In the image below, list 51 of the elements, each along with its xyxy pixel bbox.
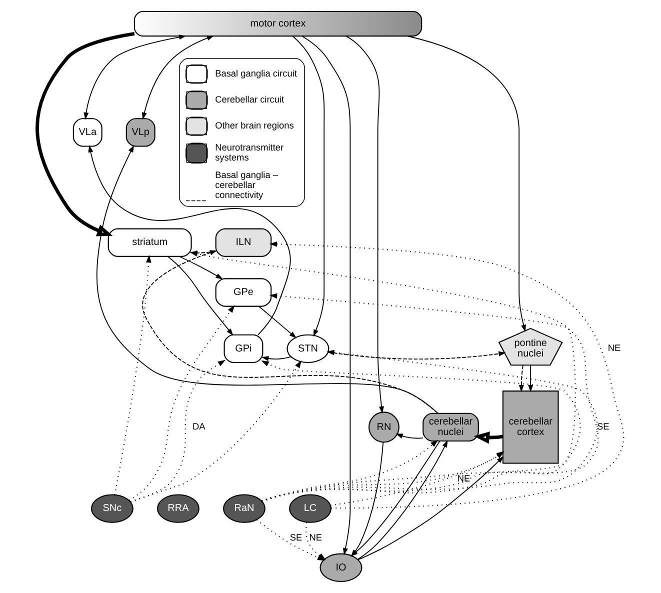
legend-label: Other brain regions <box>215 120 294 131</box>
edge-label: DA <box>192 422 206 432</box>
edge-label: SE <box>596 422 610 432</box>
legend-label: Cerebellar circuit <box>215 94 284 105</box>
arrow <box>346 36 384 414</box>
arrow <box>167 256 234 336</box>
arrow <box>358 456 504 560</box>
arrow <box>258 306 297 338</box>
node-ellipse: RRA <box>156 494 200 523</box>
arrow <box>114 254 152 495</box>
arrow <box>178 256 223 280</box>
edge-label: NE <box>309 532 322 542</box>
node-ellipse: RaN <box>222 494 266 523</box>
node-box: cerebellar cortex <box>502 390 559 464</box>
arrow <box>262 356 292 362</box>
arrow <box>407 36 526 332</box>
edge-label: SE <box>290 532 302 542</box>
node-box: cerebellar nuclei <box>422 412 479 442</box>
arrow <box>84 34 186 120</box>
edge-label: NE <box>608 343 621 354</box>
arrow <box>518 364 524 392</box>
arrow <box>130 360 226 503</box>
node-ellipse: SNc <box>90 494 134 523</box>
node-box: GPi <box>224 334 264 364</box>
arrow <box>474 431 504 444</box>
legend-label: Basal ganglia circuit <box>215 68 297 78</box>
node-box: striatum <box>108 228 192 257</box>
arrow <box>292 36 325 337</box>
node-circle: RN <box>368 412 400 443</box>
arrow <box>36 32 135 236</box>
arrow <box>262 293 599 502</box>
arrow <box>142 36 214 120</box>
arrow <box>128 305 235 501</box>
node-box: motor cortex <box>134 10 422 37</box>
arrow <box>262 440 438 502</box>
node-box: GPe <box>215 278 272 307</box>
legend-label: Basal ganglia – cerebellar connectivity <box>215 170 278 200</box>
edge-label: NE <box>457 473 470 484</box>
node-box: ILN <box>215 228 272 257</box>
arrow <box>130 360 302 502</box>
arrow <box>96 145 438 414</box>
arrow <box>88 145 291 336</box>
arrow <box>269 241 624 509</box>
node-ellipse: LC <box>289 494 332 523</box>
arrow <box>357 440 448 560</box>
legend-label: Neurotransmitter systems <box>215 142 284 163</box>
arrow <box>528 364 534 392</box>
node-ellipse: IO <box>320 553 362 582</box>
arrow <box>396 434 424 439</box>
arrow <box>302 36 351 556</box>
node-ellipse: STN <box>286 334 330 364</box>
